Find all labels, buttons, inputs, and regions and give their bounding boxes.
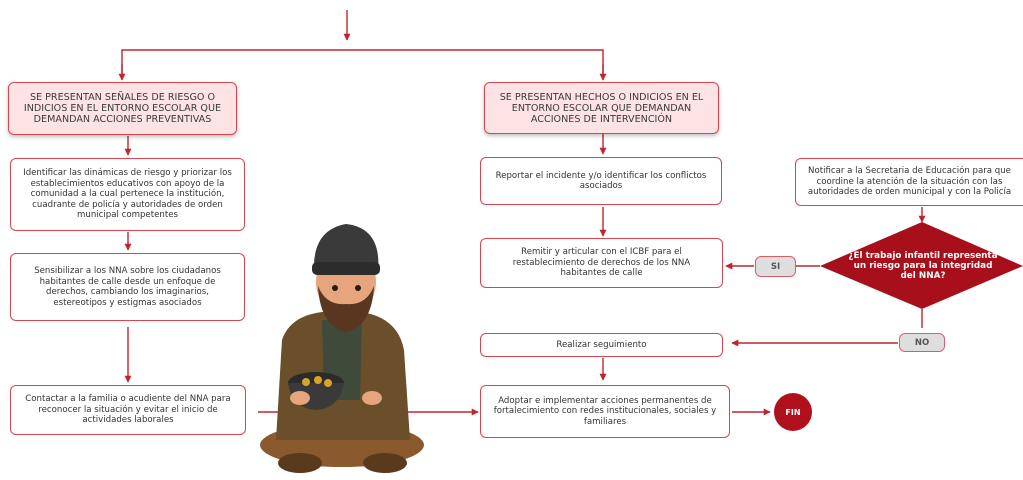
right-header-box: SE PRESENTAN HECHOS O INDICIOS EN EL ENT…: [484, 82, 719, 134]
yes-label: SI: [755, 256, 796, 277]
right-step-follow-up: Realizar seguimiento: [480, 333, 723, 357]
left-step3-text: Contactar a la familia o acudiente del N…: [25, 394, 231, 426]
right-step-refer-icbf: Remitir y articular con el ICBF para el …: [480, 238, 723, 288]
left-step-sensitize: Sensibilizar a los NNA sobre los ciudada…: [10, 253, 245, 321]
right-step4-text: Adoptar e implementar acciones permanent…: [493, 395, 717, 427]
right-step-adopt-actions: Adoptar e implementar acciones permanent…: [480, 385, 730, 438]
right-step-report: Reportar el incidente y/o identificar lo…: [480, 157, 722, 205]
right-step1-text: Reportar el incidente y/o identificar lo…: [495, 170, 707, 192]
left-header-text: SE PRESENTAN SEÑALES DE RIESGO O INDICIO…: [23, 92, 222, 125]
left-step1-text: Identificar las dinámicas de riesgo y pr…: [23, 168, 232, 221]
end-node: FIN: [774, 393, 812, 431]
left-step-identify: Identificar las dinámicas de riesgo y pr…: [10, 158, 245, 231]
left-step-contact: Contactar a la familia o acudiente del N…: [10, 385, 246, 435]
homeless-man-with-bowl-icon: [260, 224, 424, 473]
right-step2-text: Remitir y articular con el ICBF para el …: [512, 247, 691, 279]
left-header-box: SE PRESENTAN SEÑALES DE RIESGO O INDICIO…: [8, 82, 237, 135]
right-header-text: SE PRESENTAN HECHOS O INDICIOS EN EL ENT…: [499, 91, 704, 125]
notify-text: Notificar a la Secretaria de Educación p…: [807, 166, 1012, 198]
left-step2-text: Sensibilizar a los NNA sobre los ciudada…: [34, 266, 221, 308]
decision-text: ¿El trabajo infantil representa un riesg…: [848, 251, 998, 281]
right-step3-text: Realizar seguimiento: [556, 339, 647, 350]
notify-secretaria-box: Notificar a la Secretaria de Educación p…: [795, 158, 1023, 206]
no-label: NO: [899, 333, 945, 352]
decision-diamond: [820, 222, 1023, 309]
